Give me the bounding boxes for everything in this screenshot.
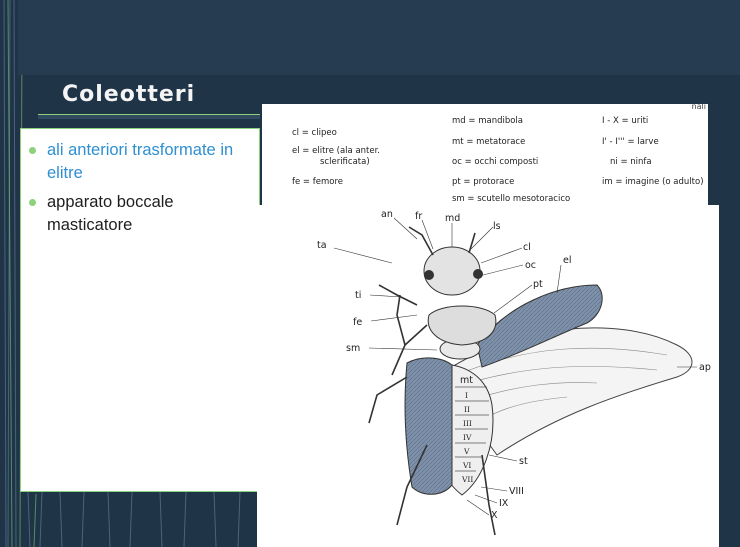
beetle-illustration: I II III IV V VI VII	[257, 205, 719, 547]
legend-fragment: nali	[692, 102, 706, 111]
bullet-list: ali anteriori trasformate in elitre appa…	[21, 129, 259, 237]
legend-entry: cl = clipeo	[292, 128, 337, 138]
bullet-panel: ali anteriori trasformate in elitre appa…	[20, 128, 260, 492]
diagram-label: ls	[493, 221, 501, 232]
legend-entry: pt = protorace	[452, 177, 514, 187]
legend-entry: md = mandibola	[452, 116, 523, 126]
bullet-text: apparato boccale masticatore	[47, 193, 174, 234]
legend-entry: I' - I''' = larve	[602, 137, 659, 147]
beetle-diagram: I II III IV V VI VII	[257, 205, 719, 547]
segment-label: II	[464, 405, 470, 414]
bullet-dot-icon	[29, 147, 36, 154]
diagram-label: oc	[525, 260, 536, 271]
legend-entry: sclerificata)	[320, 157, 370, 167]
segment-label: III	[463, 419, 472, 428]
closed-elytron-shape	[405, 358, 452, 494]
diagram-label: cl	[523, 242, 531, 253]
segment-label: IV	[463, 433, 472, 442]
header-band	[18, 0, 740, 75]
bullet-item: apparato boccale masticatore	[21, 191, 253, 237]
compound-eye-shape	[424, 270, 434, 280]
legend-entry: I - X = uriti	[602, 116, 648, 126]
diagram-label: sm	[346, 343, 360, 354]
diagram-label: ap	[699, 362, 711, 373]
legend-entry: fe = femore	[292, 177, 343, 187]
diagram-label: IX	[499, 498, 509, 509]
segment-label: I	[465, 391, 468, 400]
legend-entry: mt = metatorace	[452, 137, 525, 147]
diagram-label: st	[519, 456, 528, 467]
legend-entry: oc = occhi composti	[452, 157, 538, 167]
diagram-label: el	[563, 255, 571, 266]
diagram-label: fe	[353, 317, 362, 328]
bullet-text: ali anteriori trasformate in elitre	[47, 141, 233, 182]
diagram-label: mt	[460, 375, 473, 386]
segment-label: VII	[461, 475, 473, 484]
segment-label: VI	[462, 461, 471, 470]
bullet-dot-icon	[29, 199, 36, 206]
legend-entry: el = elitre (ala anter.	[292, 146, 380, 156]
compound-eye-shape	[473, 269, 483, 279]
diagram-label: fr	[415, 211, 422, 222]
diagram-label: an	[381, 209, 393, 220]
segment-label: V	[463, 447, 470, 456]
diagram-label: VIII	[509, 486, 524, 497]
diagram-label: ta	[317, 240, 327, 251]
slide-title: Coleotteri	[62, 82, 195, 107]
legend-entry: ni = ninfa	[610, 157, 652, 167]
diagram-label: X	[491, 510, 498, 521]
legend-entry: sm = scutello mesotoracico	[452, 194, 570, 204]
bullet-item: ali anteriori trasformate in elitre	[21, 139, 253, 185]
diagram-label: ti	[355, 290, 361, 301]
title-underline	[38, 114, 260, 119]
legend-entry: im = imagine (o adulto)	[602, 177, 704, 187]
diagram-label: pt	[533, 279, 543, 290]
abbreviation-legend: nali cl = clipeo el = elitre (ala anter.…	[262, 104, 708, 206]
diagram-label: md	[445, 213, 460, 224]
